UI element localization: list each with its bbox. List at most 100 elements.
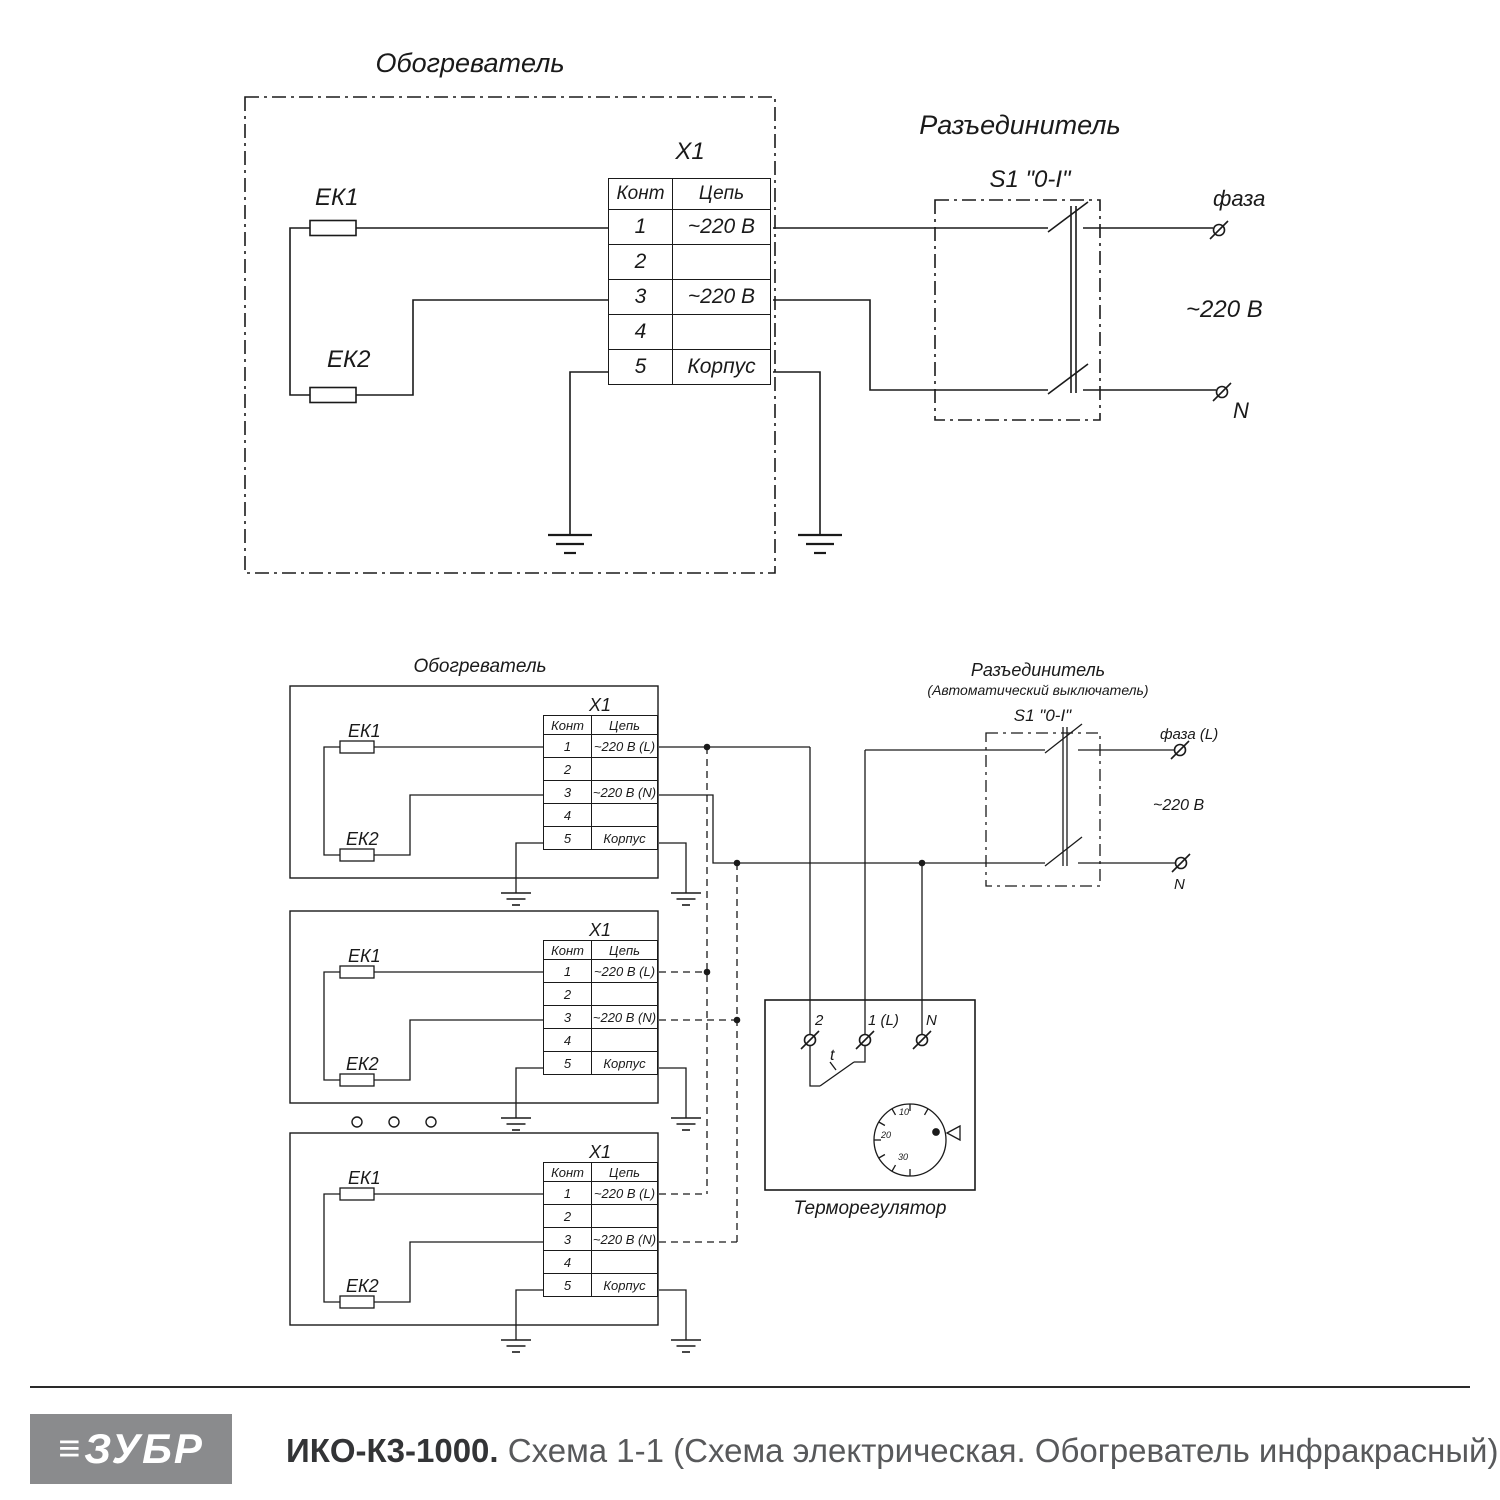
brand-logo: ≡ ЗУБР xyxy=(30,1414,232,1484)
thermostat-thermal-contact xyxy=(809,1046,866,1087)
top-x1-label: X1 xyxy=(675,138,705,165)
circuit-value xyxy=(591,1028,658,1052)
footer-divider xyxy=(30,1386,1470,1388)
top-disconnector-title: Разъединитель xyxy=(919,110,1121,140)
bottom-disconnector-subtitle: (Автоматический выключатель) xyxy=(927,682,1149,698)
circuit-value: ~220 В xyxy=(672,279,771,315)
brand-logo-icon: ≡ xyxy=(58,1427,81,1470)
circuit-value: ~220 В (N) xyxy=(591,1005,658,1029)
footer-caption: ИКО-К3-1000. Схема 1-1 (Схема электричес… xyxy=(286,1432,1498,1470)
circuit-value: Корпус xyxy=(591,826,658,850)
pin-number: 1 xyxy=(608,209,673,245)
heater2-ek2-label: ЕК2 xyxy=(346,1054,379,1074)
top-phase-label: фаза xyxy=(1213,186,1266,211)
thermostat-box xyxy=(764,999,976,1191)
pin-number: 3 xyxy=(608,279,673,315)
circuit-value: ~220 В (L) xyxy=(591,1181,658,1205)
ground-icon xyxy=(500,1117,532,1131)
heater1-terminal-table: Конт Цепь 1 ~220 В (L) 2 3 ~220 В (N) 4 … xyxy=(543,715,658,850)
circuit-value: ~220 В xyxy=(672,209,771,245)
col-header-circuit: Цепь xyxy=(591,940,658,960)
top-ek2-resistor xyxy=(309,386,357,404)
heater2-ek1-label: ЕК1 xyxy=(348,946,381,966)
col-header-circuit: Цепь xyxy=(591,1162,658,1182)
top-heater-dashed-box xyxy=(244,96,776,574)
heater3-ek1-label: ЕК1 xyxy=(348,1168,381,1188)
pin-number: 1 xyxy=(543,1181,592,1205)
thermostat-terminal-n-label: N xyxy=(926,1012,937,1029)
ground-icon xyxy=(500,1339,532,1353)
brand-name: ЗУБР xyxy=(84,1425,204,1472)
col-header-circuit: Цепь xyxy=(591,715,658,735)
circuit-value xyxy=(591,803,658,827)
heater2-terminal-table: Конт Цепь 1 ~220 В (L) 2 3 ~220 В (N) 4 … xyxy=(543,940,658,1075)
circuit-value: Корпус xyxy=(591,1051,658,1075)
pin-number: 4 xyxy=(543,1028,592,1052)
neutral-terminal-icon xyxy=(1212,382,1232,402)
col-header-cont: Конт xyxy=(543,940,592,960)
circuit-value xyxy=(591,757,658,781)
circuit-value xyxy=(591,1250,658,1274)
heater1-ek1-label: ЕК1 xyxy=(348,721,381,741)
heater1-ek2-label: ЕК2 xyxy=(346,829,379,849)
pin-number: 5 xyxy=(608,349,673,385)
pin-number: 3 xyxy=(543,1227,592,1251)
circuit-value: Корпус xyxy=(591,1273,658,1297)
phase-terminal-icon xyxy=(1209,220,1229,240)
schema-description: Схема 1-1 (Схема электрическая. Обогрева… xyxy=(507,1432,1499,1469)
top-ek1-label: ЕК1 xyxy=(315,184,359,211)
ground-icon xyxy=(546,533,594,555)
heater3-wires xyxy=(323,1187,687,1340)
pin-number: 1 xyxy=(543,734,592,758)
ground-icon xyxy=(670,1117,702,1131)
pin-number: 2 xyxy=(543,1204,592,1228)
model-number: ИКО-К3-1000. xyxy=(286,1432,499,1469)
bottom-neutral-label: N xyxy=(1174,876,1185,893)
top-disconnector-switch xyxy=(934,199,1101,421)
col-header-circuit: Цепь xyxy=(672,178,771,210)
top-wires xyxy=(289,227,1216,535)
pin-number: 3 xyxy=(543,780,592,804)
top-ek1-resistor xyxy=(309,219,357,237)
heater3-terminal-table: Конт Цепь 1 ~220 В (L) 2 3 ~220 В (N) 4 … xyxy=(543,1162,658,1297)
dial-number-10: 10 xyxy=(899,1107,910,1117)
heater1-x1-label: X1 xyxy=(588,695,612,715)
thermostat-terminal-2-label: 2 xyxy=(815,1012,824,1029)
top-terminal-table: Конт Цепь 1 ~220 В 2 3 ~220 В 4 5 Корпус xyxy=(608,178,771,385)
ground-icon xyxy=(796,533,844,555)
bottom-disconnector-title: Разъединитель xyxy=(970,660,1106,680)
bottom-heater-boxes xyxy=(289,685,659,1326)
heater2-wires xyxy=(323,965,687,1118)
circuit-value: ~220 В (N) xyxy=(591,1227,658,1251)
heater2-x1-label: X1 xyxy=(588,920,612,940)
bottom-heater-title: Обогреватель xyxy=(413,656,547,677)
top-neutral-label: N xyxy=(1233,398,1249,423)
top-heater-title: Обогреватель xyxy=(375,48,565,78)
dial-number-20: 20 xyxy=(881,1130,892,1140)
heater3-x1-label: X1 xyxy=(588,1142,612,1162)
ground-icon xyxy=(500,892,532,906)
top-ek2-label: ЕК2 xyxy=(327,346,371,373)
pin-number: 2 xyxy=(543,757,592,781)
circuit-value: ~220 В (L) xyxy=(591,734,658,758)
circuit-value: ~220 В (L) xyxy=(591,959,658,983)
thermostat-t-label: t xyxy=(830,1047,835,1064)
ground-icon xyxy=(670,1339,702,1353)
more-heaters-ellipsis xyxy=(351,1116,437,1128)
pin-number: 4 xyxy=(608,314,673,350)
pin-number: 4 xyxy=(543,803,592,827)
circuit-value: ~220 В (N) xyxy=(591,780,658,804)
pin-number: 5 xyxy=(543,1051,592,1075)
circuit-value xyxy=(672,314,771,350)
circuit-value xyxy=(591,1204,658,1228)
pin-number: 1 xyxy=(543,959,592,983)
thermostat-dial xyxy=(873,1103,961,1177)
col-header-cont: Конт xyxy=(543,1162,592,1182)
col-header-cont: Конт xyxy=(543,715,592,735)
bottom-disconnector-switch xyxy=(985,723,1101,887)
junction-dots xyxy=(703,743,926,1024)
bottom-phase-label: фаза (L) xyxy=(1160,726,1219,743)
thermostat-title: Терморегулятор xyxy=(793,1198,947,1219)
